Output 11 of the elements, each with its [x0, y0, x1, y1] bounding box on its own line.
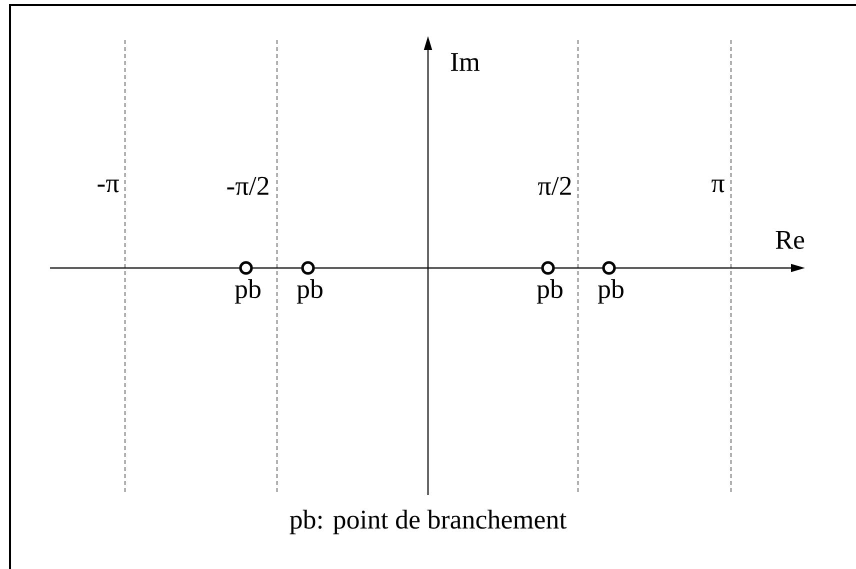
point-label: pb — [296, 279, 322, 304]
point-label: pb — [598, 279, 624, 304]
point-label: pb — [536, 279, 562, 304]
point-label: pb — [234, 279, 260, 304]
tick-label: -π/2 — [227, 176, 268, 196]
axis-label: Im — [450, 53, 480, 71]
note: pb: point de branchement — [290, 510, 567, 534]
axis-label: Re — [776, 231, 804, 249]
tick-label: -π — [98, 180, 119, 192]
tick-label: π/2 — [538, 176, 571, 196]
tick-label: π — [712, 180, 724, 192]
